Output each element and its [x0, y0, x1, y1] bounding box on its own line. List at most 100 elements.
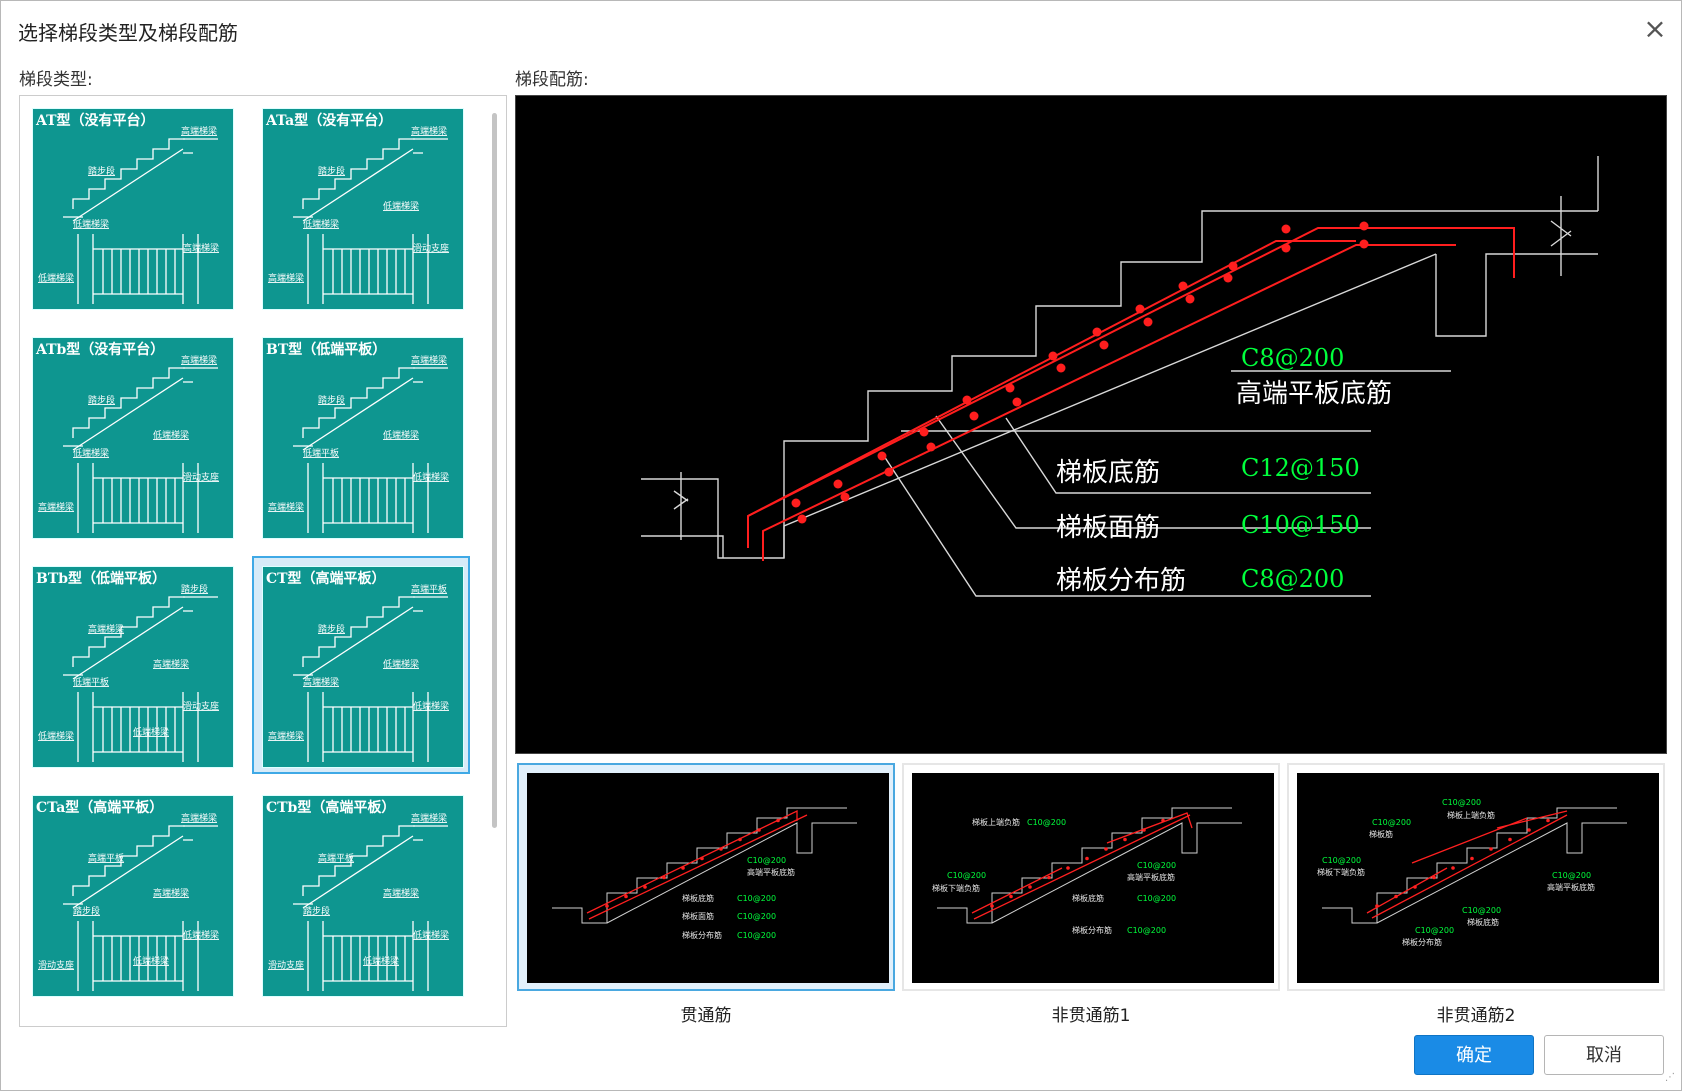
- rebar-dot: [1281, 224, 1291, 234]
- stair-part-label: 踏步段: [318, 394, 345, 406]
- stair-part-label: 高端梯梁: [183, 242, 219, 254]
- rebar-dot: [833, 479, 843, 489]
- stair-part-label: 低端梯梁: [133, 955, 169, 967]
- rebar-dot: [1092, 327, 1102, 337]
- rebar-option-text: C10@200: [947, 871, 986, 880]
- stair-part-label: 低端平板: [73, 676, 109, 688]
- rebar-spec-value: C8@200: [1241, 565, 1344, 593]
- rebar-dot: [884, 467, 894, 477]
- rebar-type-label: 高端平板底筋: [1236, 379, 1392, 409]
- rebar-option-text: 梯板下端负筋: [932, 883, 980, 893]
- stair-type-name: ATb型（没有平台）: [36, 342, 165, 358]
- rebar-option-text: 梯板下端负筋: [1317, 867, 1365, 877]
- stair-part-label: 低端梯梁: [38, 730, 74, 742]
- rebar-dot: [962, 395, 972, 405]
- stair-part-label: 滑动支座: [183, 471, 219, 483]
- stair-part-label: 低端梯梁: [363, 955, 399, 967]
- stair-part-label: 高端梯梁: [303, 676, 339, 688]
- rebar-option-text: 梯板底筋: [1072, 893, 1104, 903]
- ok-button[interactable]: 确定: [1414, 1035, 1534, 1075]
- stair-type-name: CT型（高端平板）: [266, 571, 386, 587]
- rebar-option-text: 梯板上端负筋: [1447, 810, 1495, 820]
- rebar-option-text: 梯板分布筋: [1072, 925, 1112, 935]
- rebar-type-label: 梯板面筋: [1056, 513, 1160, 543]
- stair-part-label: 高端平板: [88, 852, 124, 864]
- stair-part-label: 低端梯梁: [133, 726, 169, 738]
- rebar-option-text: 高端平板底筋: [1127, 872, 1175, 882]
- cancel-button[interactable]: 取消: [1544, 1035, 1664, 1075]
- rebar-option-text: C10@200: [1137, 861, 1176, 870]
- stair-part-label: 滑动支座: [268, 959, 304, 971]
- rebar-option-text: C10@200: [1415, 926, 1454, 935]
- rebar-option-text: C10@200: [747, 856, 786, 865]
- stair-part-label: 高端梯梁: [411, 812, 447, 824]
- stair-type-name: CTa型（高端平板）: [36, 800, 164, 816]
- stair-part-label: 滑动支座: [38, 959, 74, 971]
- stair-part-label: 踏步段: [303, 905, 330, 917]
- stair-part-label: 高端梯梁: [153, 887, 189, 899]
- stair-part-label: 高端梯梁: [411, 125, 447, 137]
- rebar-option-text: C10@200: [1462, 906, 1501, 915]
- stair-type-name: BTb型（低端平板）: [36, 571, 167, 587]
- scrollbar-thumb[interactable]: [492, 113, 497, 828]
- rebar-option-label[interactable]: 非贯通筋1: [1051, 1006, 1131, 1026]
- rebar-dot: [1048, 351, 1058, 361]
- stair-part-label: 高端梯梁: [268, 272, 304, 284]
- stair-part-label: 高端平板: [411, 583, 447, 595]
- rebar-label: 梯段配筋:: [515, 70, 589, 90]
- stair-part-label: 高端平板: [318, 852, 354, 864]
- rebar-option-label[interactable]: 贯通筋: [680, 1006, 732, 1026]
- rebar-dot: [877, 451, 887, 461]
- rebar-option-text: 梯板分布筋: [682, 930, 722, 940]
- rebar-dot: [1056, 363, 1066, 373]
- stair-part-label: 低端梯梁: [383, 429, 419, 441]
- stair-part-label: 低端梯梁: [413, 929, 449, 941]
- rebar-spec-value: C10@150: [1241, 511, 1360, 539]
- stair-part-label: 低端平板: [303, 447, 339, 459]
- stair-part-label: 踏步段: [181, 583, 208, 595]
- rebar-dot: [1005, 383, 1015, 393]
- rebar-option-text: C10@200: [1322, 856, 1361, 865]
- rebar-type-label: 梯板底筋: [1056, 458, 1160, 488]
- rebar-dot: [1143, 317, 1153, 327]
- rebar-option-label[interactable]: 非贯通筋2: [1436, 1006, 1516, 1026]
- stair-part-label: 低端梯梁: [303, 218, 339, 230]
- stair-type-label: 梯段类型:: [19, 70, 93, 90]
- rebar-dot: [1178, 281, 1188, 291]
- rebar-option-text: 梯板底筋: [682, 893, 714, 903]
- close-icon[interactable]: ×: [1643, 12, 1667, 45]
- resize-grip-icon[interactable]: ⋰: [1665, 1072, 1675, 1083]
- stair-part-label: 踏步段: [318, 623, 345, 635]
- rebar-dot: [1135, 304, 1145, 314]
- stair-part-label: 高端梯梁: [268, 501, 304, 513]
- rebar-option-text: C10@200: [1372, 818, 1411, 827]
- rebar-option-text: C10@200: [1552, 871, 1591, 880]
- rebar-dot: [1281, 243, 1291, 253]
- stair-type-name: AT型（没有平台）: [36, 113, 155, 129]
- stair-part-label: 滑动支座: [183, 700, 219, 712]
